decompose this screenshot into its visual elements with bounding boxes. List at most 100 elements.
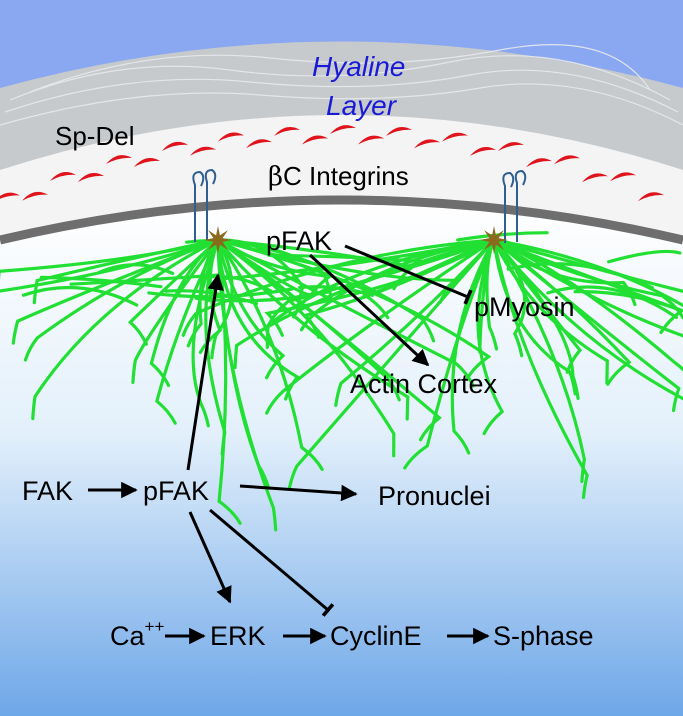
- actin-filament: [0, 238, 220, 293]
- sp-del-crescent: [190, 146, 216, 156]
- pmyosin-label: pMyosin: [474, 292, 575, 322]
- beta-symbol: β: [268, 162, 283, 192]
- actin-filament: [492, 238, 683, 372]
- pfak-mid-label: pFAK: [143, 476, 209, 506]
- arrow-pfak-to-erk: [188, 511, 232, 604]
- actin-filament: [492, 238, 577, 396]
- cortical-actin-filament: [573, 290, 680, 311]
- actin-filament-network: [0, 231, 683, 532]
- hyaline-label-line2: Layer: [326, 90, 398, 121]
- cortical-actin-filament: [194, 290, 330, 303]
- sp-del-crescent: [50, 171, 76, 181]
- sp-del-crescent: [330, 125, 356, 135]
- integrin-right: [502, 169, 527, 243]
- actin-filament: [264, 238, 496, 337]
- cortical-actin-filament: [69, 273, 224, 286]
- pronuclei-label: Pronuclei: [378, 481, 491, 511]
- sp-del-crescent: [162, 141, 188, 151]
- actin-filament: [216, 238, 442, 442]
- actin-filament: [450, 238, 496, 455]
- ca-label: Ca++: [110, 617, 164, 651]
- focal-adhesion-right: [480, 226, 508, 254]
- hyaline-label-line1: Hyaline: [312, 51, 405, 82]
- actin-filament: [299, 238, 496, 332]
- actin-filament: [127, 238, 220, 346]
- cortical-actin-filament: [147, 287, 294, 299]
- pfak-top-label: pFAK: [266, 226, 332, 256]
- inhibit-pfak-to-pmyosin: [344, 244, 473, 305]
- fak-label: FAK: [22, 476, 73, 506]
- arrow-pfak-to-actin-cortex: [308, 253, 430, 367]
- actin-filament: [265, 238, 496, 415]
- actin-filament: [267, 238, 496, 326]
- sp-del-crescent: [302, 135, 328, 145]
- sp-del-crescent: [386, 127, 412, 136]
- sp-del-crescent: [554, 155, 580, 165]
- arrow-pfak-to-focal-adhesion: [186, 273, 224, 471]
- sp-del-label: Sp-Del: [55, 121, 134, 151]
- actin-filament: [476, 238, 505, 436]
- actin-filament: [0, 238, 220, 281]
- focal-adhesion-left: [204, 226, 232, 254]
- sp-del-crescents: [0, 125, 664, 202]
- sp-del-crescent: [582, 173, 608, 183]
- sp-del-crescent: [0, 192, 20, 199]
- hyaline-texture: [0, 44, 683, 126]
- actin-filament: [492, 238, 683, 308]
- actin-filament: [492, 238, 683, 293]
- cortical-actin-filament: [97, 263, 175, 276]
- sp-del-crescent: [246, 139, 272, 149]
- sphase-label: S-phase: [493, 621, 594, 651]
- sp-del-crescent: [610, 172, 636, 182]
- cortical-actin-filament: [39, 275, 163, 289]
- inhibit-pfak-to-cycline: [209, 508, 335, 617]
- actin-filament: [287, 238, 496, 490]
- actin-filament: [131, 238, 220, 384]
- sp-del-crescent: [526, 158, 552, 168]
- sp-del-crescent: [414, 139, 440, 149]
- sp-del-crescent: [106, 155, 132, 164]
- sp-del-crescent: [274, 126, 300, 136]
- erk-label: ERK: [210, 621, 266, 651]
- actin-filament: [492, 238, 683, 338]
- integrins-label: βC Integrins: [268, 161, 409, 192]
- actin-cortex-label: Actin Cortex: [350, 369, 498, 399]
- cortical-actin-filament: [21, 285, 139, 307]
- cell-cytoplasm: [0, 200, 683, 716]
- actin-filament: [492, 238, 683, 335]
- actin-filament: [492, 238, 681, 413]
- cortical-actin-filament: [546, 285, 678, 319]
- sp-del-crescent: [78, 173, 104, 182]
- actin-filament: [23, 238, 220, 362]
- cortical-actin-filament: [164, 289, 259, 306]
- actin-filament: [492, 238, 609, 385]
- cortical-actin-filament: [607, 249, 682, 264]
- actin-filament: [334, 238, 496, 407]
- sp-del-crescent: [498, 142, 524, 152]
- cycline-label: CyclinE: [330, 621, 422, 651]
- actin-filament: [216, 238, 324, 471]
- actin-filament: [155, 238, 220, 425]
- sp-del-crescent: [218, 132, 244, 142]
- sp-del-crescent: [358, 135, 384, 145]
- actin-filament: [492, 238, 583, 374]
- sp-del-crescent: [638, 192, 664, 202]
- cortical-actin-filament: [506, 262, 654, 290]
- integrins-text: C Integrins: [283, 161, 409, 191]
- sp-del-crescent: [22, 191, 48, 201]
- actin-filament: [216, 238, 335, 300]
- actin-filament: [265, 238, 496, 349]
- plasma-membrane: [0, 195, 683, 245]
- actin-filament: [492, 238, 683, 401]
- cortical-actin-filament: [298, 285, 375, 297]
- actin-filament: [216, 238, 475, 388]
- cortical-actin-filament: [185, 239, 303, 261]
- integrin-left: [192, 168, 217, 242]
- cortical-actin-filament: [456, 231, 549, 242]
- sp-del-crescent: [470, 146, 496, 156]
- actin-filament: [191, 238, 220, 428]
- sp-del-crescent: [442, 132, 468, 142]
- actin-filament: [181, 238, 496, 337]
